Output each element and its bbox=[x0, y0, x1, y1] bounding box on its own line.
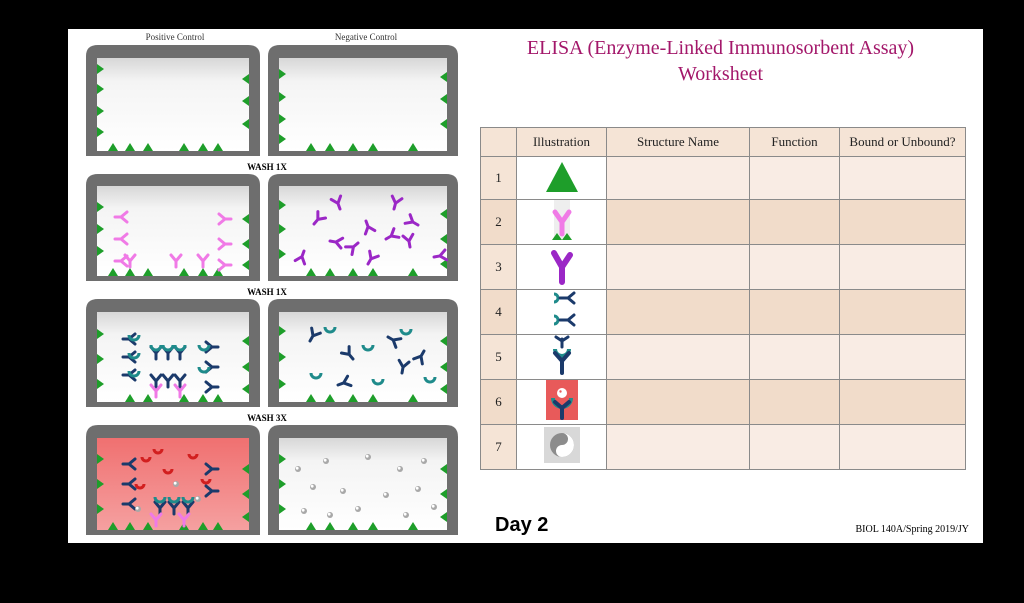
function-cell[interactable] bbox=[749, 334, 840, 380]
structure-name-cell[interactable] bbox=[606, 156, 750, 200]
bound-or-unbound-cell[interactable] bbox=[839, 244, 966, 290]
row-number: 1 bbox=[480, 156, 517, 200]
header-bound-or-unbound: Bound or Unbound? bbox=[839, 127, 966, 157]
structure-name-cell[interactable] bbox=[606, 334, 750, 380]
function-cell[interactable] bbox=[749, 156, 840, 200]
row-number: 6 bbox=[480, 379, 517, 425]
header-number bbox=[480, 127, 517, 157]
header-function: Function bbox=[749, 127, 840, 157]
row-number: 2 bbox=[480, 199, 517, 245]
table-row: 5 bbox=[480, 334, 966, 380]
table-row: 7 bbox=[480, 424, 966, 470]
title-line-2: Worksheet bbox=[677, 63, 764, 85]
substrate-icon bbox=[516, 424, 607, 470]
primary-antibody-icon bbox=[516, 244, 607, 290]
header-structure-name: Structure Name bbox=[606, 127, 750, 157]
bound-or-unbound-cell[interactable] bbox=[839, 156, 966, 200]
elisa-wells-figure: Positive Control Negative Control WASH 1… bbox=[86, 32, 458, 535]
structure-name-cell[interactable] bbox=[606, 379, 750, 425]
wash-label-2: WASH 1X bbox=[247, 287, 287, 297]
function-cell[interactable] bbox=[749, 379, 840, 425]
structure-name-cell[interactable] bbox=[606, 244, 750, 290]
row-number: 7 bbox=[480, 424, 517, 470]
wash-label-3: WASH 3X bbox=[247, 413, 287, 423]
worksheet-table: Illustration Structure Name Function Bou… bbox=[480, 127, 966, 470]
table-row: 1 bbox=[480, 156, 966, 200]
capture-antibody-icon bbox=[516, 199, 607, 245]
enzyme-complex-icon bbox=[516, 379, 607, 425]
row-number: 5 bbox=[480, 334, 517, 380]
bound-or-unbound-cell[interactable] bbox=[839, 289, 966, 335]
course-label: BIOL 140A/Spring 2019/JY bbox=[855, 524, 969, 535]
slide: Positive Control Negative Control WASH 1… bbox=[68, 29, 983, 543]
function-cell[interactable] bbox=[749, 289, 840, 335]
negative-control-label: Negative Control bbox=[335, 32, 398, 42]
well-row-4 bbox=[86, 425, 458, 535]
bound-or-unbound-cell[interactable] bbox=[839, 379, 966, 425]
well-row-1 bbox=[86, 45, 458, 156]
well-row-2 bbox=[86, 174, 458, 281]
row-number: 4 bbox=[480, 289, 517, 335]
wash-label-1: WASH 1X bbox=[247, 162, 287, 172]
well-row-3 bbox=[86, 299, 458, 407]
table-row: 4 bbox=[480, 289, 966, 335]
bound-or-unbound-cell[interactable] bbox=[839, 424, 966, 470]
table-header-row: Illustration Structure Name Function Bou… bbox=[480, 127, 966, 157]
table-row: 3 bbox=[480, 244, 966, 290]
day-label: Day 2 bbox=[495, 514, 549, 536]
bound-or-unbound-cell[interactable] bbox=[839, 334, 966, 380]
function-cell[interactable] bbox=[749, 199, 840, 245]
bound-or-unbound-cell[interactable] bbox=[839, 199, 966, 245]
table-row: 2 bbox=[480, 199, 966, 245]
page-title: ELISA (Enzyme-Linked Immunosorbent Assay… bbox=[483, 35, 958, 87]
structure-name-cell[interactable] bbox=[606, 199, 750, 245]
structure-name-cell[interactable] bbox=[606, 289, 750, 335]
structure-name-cell[interactable] bbox=[606, 424, 750, 470]
title-line-1: ELISA (Enzyme-Linked Immunosorbent Assay… bbox=[526, 37, 915, 59]
row-number: 3 bbox=[480, 244, 517, 290]
antibody-pair-icon bbox=[516, 289, 607, 335]
green-antigen-triangle-icon bbox=[516, 156, 607, 200]
header-illustration: Illustration bbox=[516, 127, 607, 157]
antibody-complex-icon bbox=[516, 334, 607, 380]
table-row: 6 bbox=[480, 379, 966, 425]
positive-control-label: Positive Control bbox=[146, 32, 205, 42]
function-cell[interactable] bbox=[749, 244, 840, 290]
function-cell[interactable] bbox=[749, 424, 840, 470]
